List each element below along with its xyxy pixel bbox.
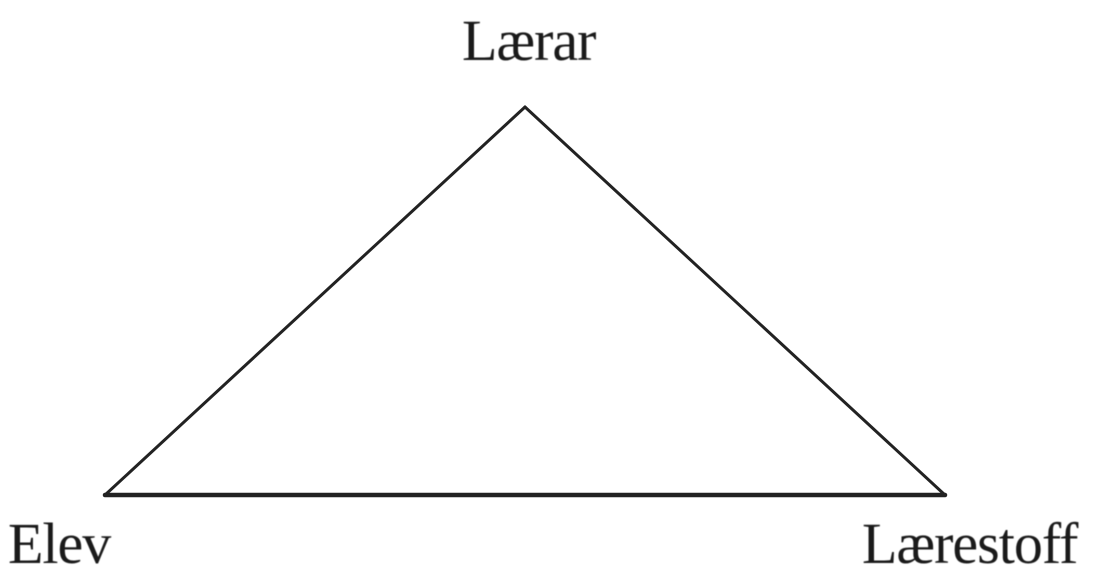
edge-elev-laerar	[103, 105, 527, 497]
node-label-laerestoff: Lærestoff	[862, 511, 1078, 576]
node-label-elev: Elev	[8, 511, 111, 576]
node-label-laerar: Lærar	[462, 8, 596, 73]
edge-laerar-laerestoff	[523, 105, 947, 497]
